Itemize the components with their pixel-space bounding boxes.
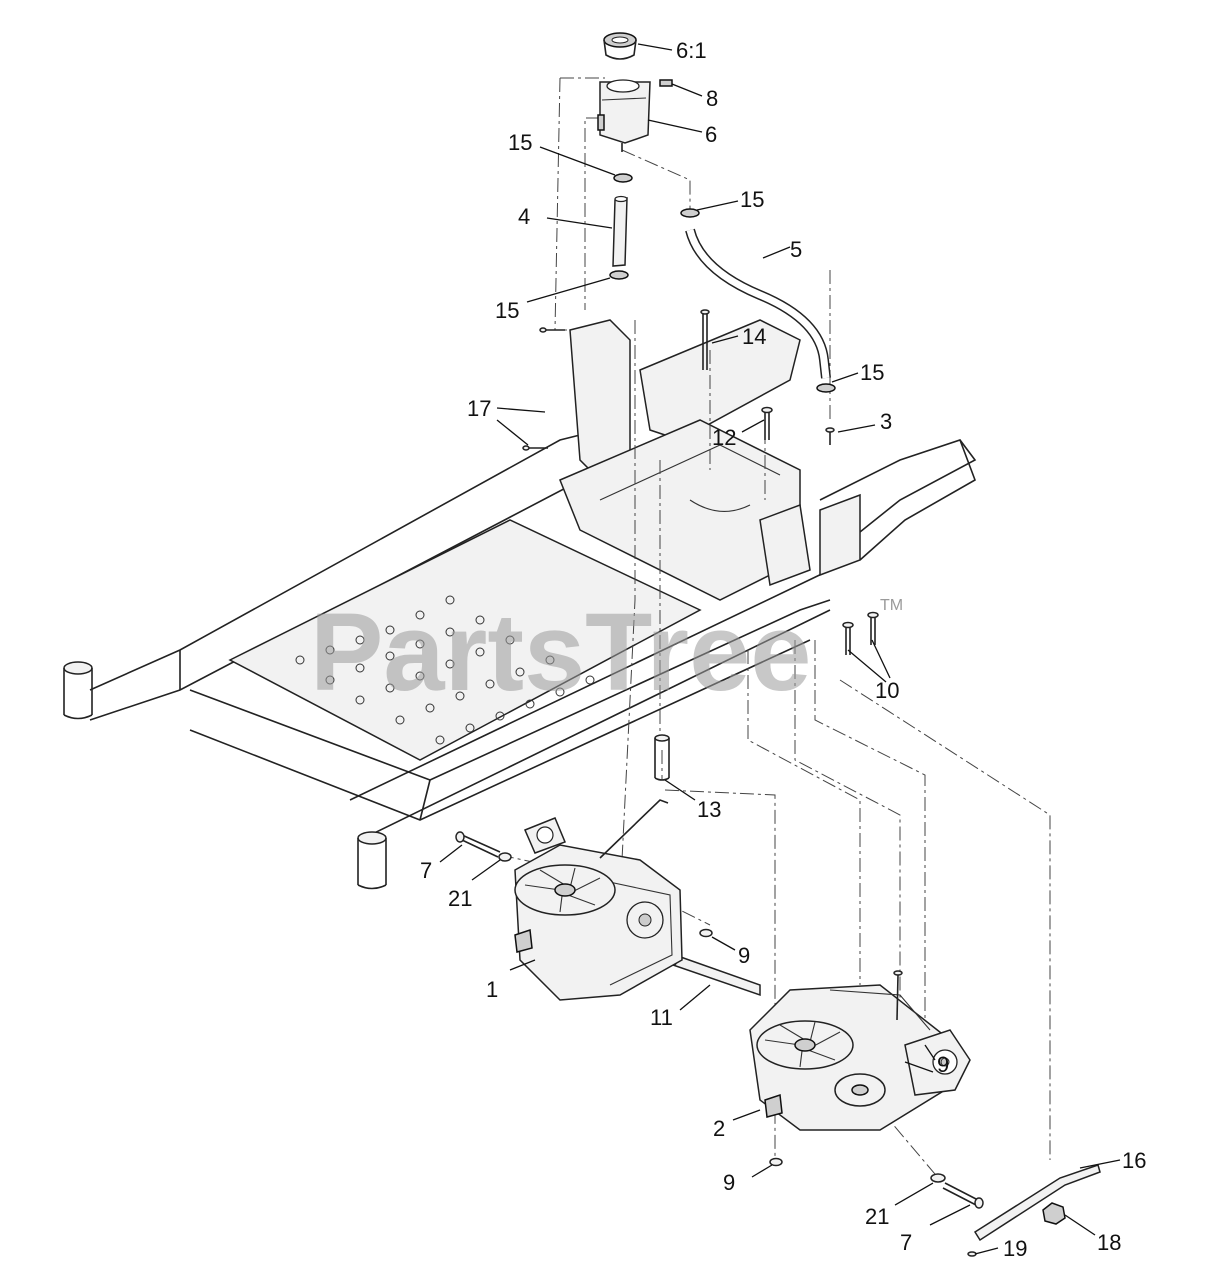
callout-13: 13 xyxy=(697,797,721,822)
short-hose xyxy=(612,195,628,267)
callout-15: 15 xyxy=(740,187,764,212)
callout-8: 8 xyxy=(706,86,718,111)
callout-7: 7 xyxy=(900,1230,912,1255)
callout-16: 16 xyxy=(1122,1148,1146,1173)
brace-16 xyxy=(973,1164,1101,1242)
watermark-tm: TM xyxy=(880,597,903,614)
callout-4: 4 xyxy=(518,204,530,229)
bolts-10 xyxy=(842,611,879,655)
watermark-text: PartsTree xyxy=(310,591,811,714)
callout-15: 15 xyxy=(860,360,884,385)
callout-10: 10 xyxy=(875,678,899,703)
hydraulic-reservoir xyxy=(597,79,651,152)
hose-clamps xyxy=(609,173,836,393)
pin-19 xyxy=(967,1251,977,1257)
long-bolt xyxy=(700,309,710,370)
callout-15: 15 xyxy=(495,298,519,323)
bolt-7-upper xyxy=(455,831,501,858)
callout-15: 15 xyxy=(508,130,532,155)
bolt-3 xyxy=(825,427,835,445)
callout-21: 21 xyxy=(448,886,472,911)
callout-14: 14 xyxy=(742,324,766,349)
callout-9: 9 xyxy=(937,1052,949,1077)
callout-labels: 6:1 8 6 15 15 4 5 15 14 15 17 12 3 10 13… xyxy=(420,38,1146,1261)
callout-18: 18 xyxy=(1097,1230,1121,1255)
spacer-13 xyxy=(654,734,670,781)
callout-19: 19 xyxy=(1003,1236,1027,1261)
callout-5: 5 xyxy=(790,237,802,262)
mower-frame xyxy=(63,319,977,890)
callout-17: 17 xyxy=(467,396,491,421)
transaxle-left xyxy=(514,799,683,1001)
callout-3: 3 xyxy=(880,409,892,434)
watermark: PartsTree TM xyxy=(310,591,903,714)
pin-bolts xyxy=(522,327,565,451)
callout-2: 2 xyxy=(713,1116,725,1141)
callout-6-1: 6:1 xyxy=(676,38,707,63)
lower-bolt-washer xyxy=(930,1173,984,1209)
callout-9: 9 xyxy=(738,943,750,968)
knob-18 xyxy=(1042,1202,1066,1225)
vent-fitting xyxy=(659,79,673,87)
callout-1: 1 xyxy=(486,977,498,1002)
reservoir-cap xyxy=(603,32,637,60)
deck-holes xyxy=(295,595,595,745)
callout-11: 11 xyxy=(650,1005,673,1030)
leader-lines xyxy=(439,43,1121,1255)
callout-12: 12 xyxy=(712,425,736,450)
washer-21-upper xyxy=(498,852,512,862)
bolt-12 xyxy=(761,406,773,440)
callout-9: 9 xyxy=(723,1170,735,1195)
callout-21: 21 xyxy=(865,1204,889,1229)
long-hose xyxy=(685,228,831,379)
callout-7: 7 xyxy=(420,858,432,883)
callout-6: 6 xyxy=(705,122,717,147)
transaxle-right xyxy=(749,970,971,1131)
